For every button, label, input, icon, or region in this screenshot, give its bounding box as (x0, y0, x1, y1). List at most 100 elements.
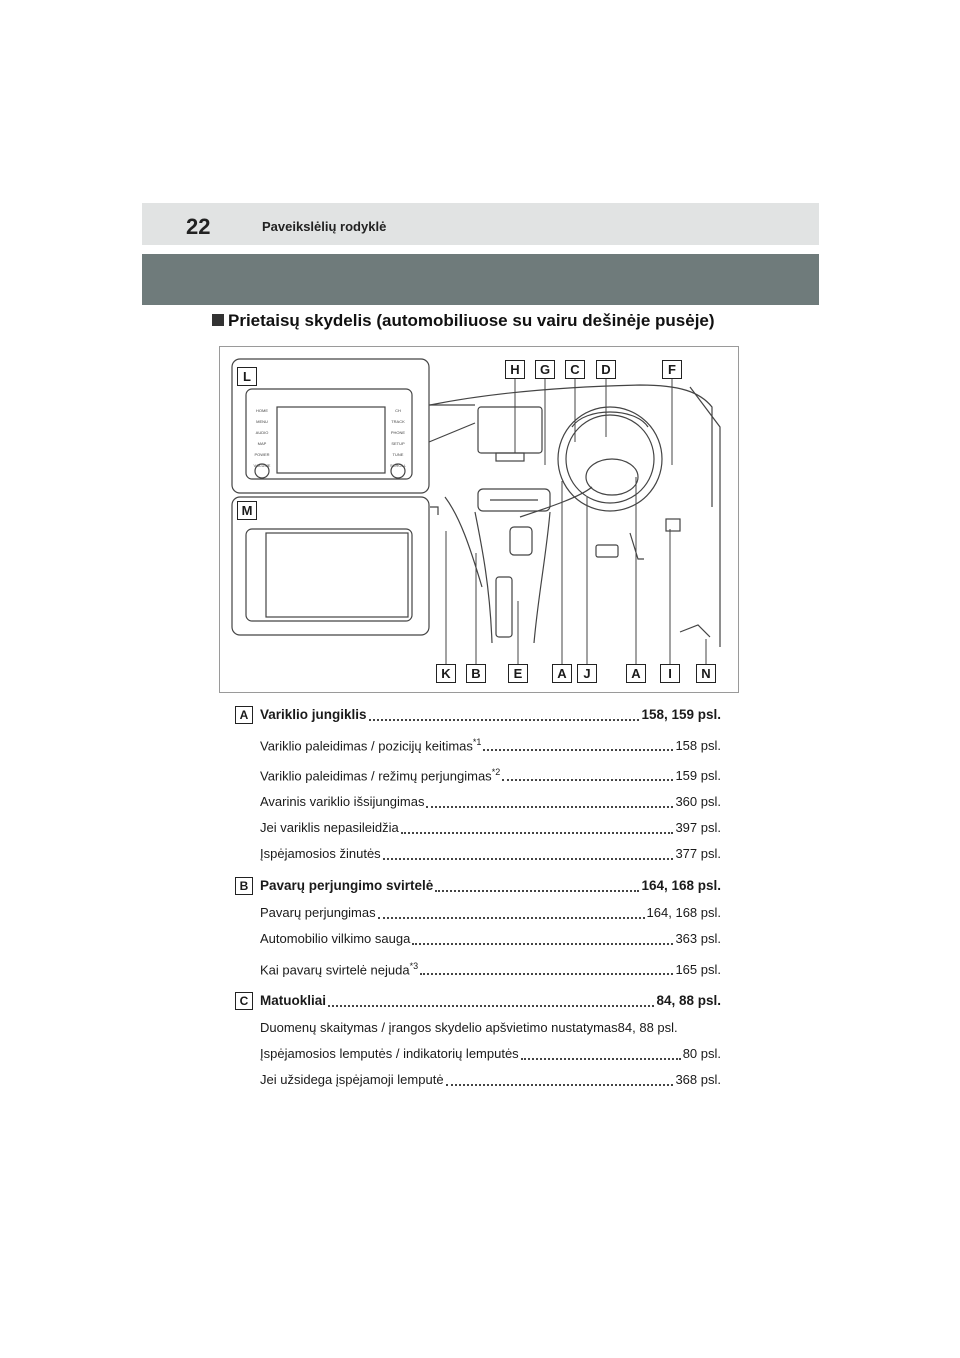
steering-hub (585, 458, 639, 496)
page-ref: 80 psl. (682, 1046, 721, 1061)
callout-g: G (535, 360, 555, 379)
entry-item-text: Jei užsidega įspėjamoji lemputė (260, 1072, 444, 1087)
center-screen (477, 406, 543, 454)
leader-dots (445, 1084, 674, 1086)
entry-item-row: Pavarų perjungimas 164, 168 psl. (260, 905, 721, 923)
entry-item-row: Jei variklis nepasileidžia 397 psl. (260, 820, 721, 838)
head-unit-buttons-right: CH TRACK PHONE SETUP TUNE SCROLL (386, 405, 410, 471)
steering-wheel-rim (557, 406, 663, 512)
head-unit-button: TUNE SCROLL (389, 452, 406, 468)
page-ref: 164, 168 psl. (641, 878, 721, 893)
display-body (245, 528, 413, 622)
inset-m-frame (231, 496, 430, 636)
callout-n: N (696, 664, 716, 683)
entry-item-text: Duomenų skaitymas / įrangos skydelio apš… (260, 1020, 618, 1035)
head-unit-button: POWER VOLUME (253, 452, 271, 468)
entry-item-row: Variklio paleidimas / režimų perjungimas… (260, 767, 721, 785)
leader-dots (400, 832, 674, 834)
inset-l-frame (231, 358, 430, 494)
entry-item-text: Pavarų perjungimas (260, 905, 376, 920)
entry-title: Pavarų perjungimo svirtelė (260, 878, 434, 893)
entry-item-row: Avarinis variklio išsijungimas 360 psl. (260, 794, 721, 812)
leader-dots (368, 719, 640, 721)
leader-dots (412, 943, 674, 945)
entry-item-text: Įspėjamosios lemputės / indikatorių lemp… (260, 1046, 519, 1061)
head-unit-button: TRACK (391, 419, 405, 424)
entry-item-row: Įspėjamosios žinutės 377 psl. (260, 846, 721, 864)
tune-scroll-knob (390, 463, 406, 479)
head-unit-button: SETUP (391, 441, 405, 446)
power-volume-knob (254, 463, 270, 479)
callout-j: J (577, 664, 597, 683)
head-unit-button: HOME (256, 408, 268, 413)
callout-a: A (626, 664, 646, 683)
entry-item-row: Variklio paleidimas / pozicijų keitimas*… (260, 737, 721, 755)
callout-l: L (237, 367, 257, 386)
page-ref: 164, 168 psl. (646, 905, 721, 920)
page-ref: 368 psl. (675, 1072, 721, 1087)
leader-dots (328, 1005, 655, 1007)
callout-k: K (436, 664, 456, 683)
entry-item-text: Variklio paleidimas / pozicijų keitimas (260, 738, 473, 754)
entry-title-row: Matuokliai 84, 88 psl. (260, 993, 721, 1011)
page-ref: 158, 159 psl. (641, 707, 721, 722)
head-unit-buttons-left: HOME MENU AUDIO MAP POWER VOLUME (250, 405, 274, 471)
shift-lever-knob (509, 526, 533, 556)
leader-dots (483, 749, 674, 751)
page-ref: 360 psl. (675, 794, 721, 809)
entry-item-text: Avarinis variklio išsijungimas (260, 794, 425, 809)
head-unit-button: PHONE (390, 430, 406, 435)
brake-pedal (595, 544, 619, 558)
page-ref: 84, 88 psl. (617, 1020, 678, 1035)
leader-dots (382, 858, 674, 860)
leader-dots (502, 779, 674, 781)
leader-dots (520, 1058, 681, 1060)
section-heading: Prietaisų skydelis (automobiliuose su va… (212, 311, 715, 331)
entry-item-text: Kai pavarų svirtelė nejuda (260, 962, 410, 978)
entry-item-text: Variklio paleidimas / režimų perjungimas (260, 768, 492, 784)
leader-dots (420, 973, 674, 975)
callout-d: D (596, 360, 616, 379)
page-ref: 165 psl. (675, 962, 721, 978)
head-unit-button: MENU (256, 419, 268, 424)
callout-c: C (565, 360, 585, 379)
footnote-mark: *2 (491, 767, 501, 777)
callout-f: F (662, 360, 682, 379)
callout-m: M (237, 501, 257, 520)
leader-dots (426, 806, 674, 808)
entry-title-row: Variklio jungiklis 158, 159 psl. (260, 707, 721, 725)
header-bar (142, 203, 819, 245)
entry-letter: A (235, 706, 253, 724)
page-ref: 397 psl. (675, 820, 721, 835)
entry-letter: C (235, 992, 253, 1010)
entry-item-row: Duomenų skaitymas / įrangos skydelio apš… (260, 1020, 721, 1038)
climate-panel (477, 488, 551, 512)
instrument-panel-figure: HOME MENU AUDIO MAP POWER VOLUME CH TRAC… (219, 346, 739, 693)
callout-e: E (508, 664, 528, 683)
square-bullet-icon (212, 314, 224, 326)
callout-a: A (552, 664, 572, 683)
leader-dots (377, 917, 645, 919)
page-number: 22 (186, 214, 211, 239)
entry-item-text: Automobilio vilkimo sauga (260, 931, 411, 946)
page-ref: 158 psl. (675, 738, 721, 754)
head-unit-body (245, 388, 413, 480)
entry-title: Matuokliai (260, 993, 327, 1008)
entry-item-row: Jei užsidega įspėjamoji lemputė 368 psl. (260, 1072, 721, 1090)
page-ref: 84, 88 psl. (656, 993, 721, 1008)
instrument-panel-drawing (231, 358, 721, 664)
section-heading-text: Prietaisų skydelis (automobiliuose su va… (228, 311, 715, 330)
entry-item-text: Įspėjamosios žinutės (260, 846, 381, 861)
page-ref: 159 psl. (675, 768, 721, 784)
section-bar (142, 254, 819, 305)
callout-h: H (505, 360, 525, 379)
head-unit-screen (276, 406, 386, 474)
entry-title-row: Pavarų perjungimo svirtelė 164, 168 psl. (260, 878, 721, 896)
head-unit-button: CH (395, 408, 401, 413)
callout-i: I (660, 664, 680, 683)
entry-title: Variklio jungiklis (260, 707, 367, 722)
entry-item-text: Jei variklis nepasileidžia (260, 820, 399, 835)
page-ref: 377 psl. (675, 846, 721, 861)
